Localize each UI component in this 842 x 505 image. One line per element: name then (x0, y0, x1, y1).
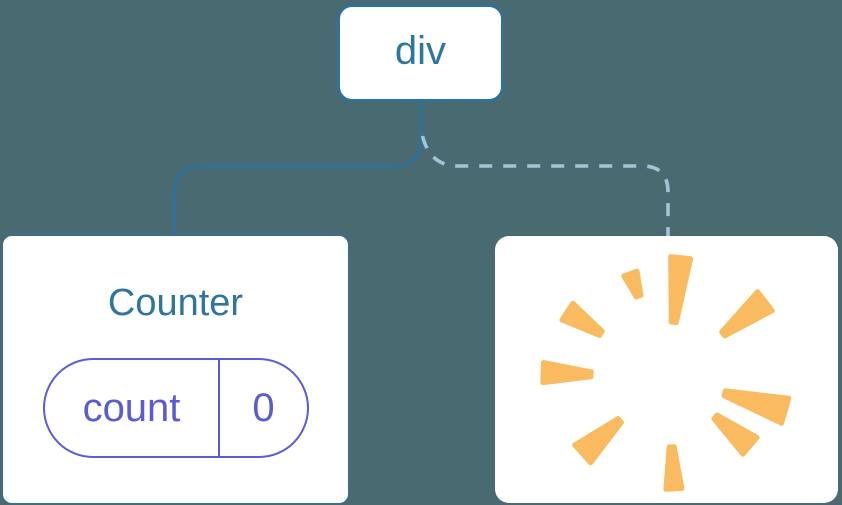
root-node-div: div (337, 4, 504, 102)
edge-div-to-removed (420, 135, 670, 236)
root-node-label: div (394, 29, 447, 73)
edge-div-to-counter (172, 102, 423, 236)
starburst-icon (540, 254, 792, 492)
state-value: 0 (252, 386, 275, 430)
removed-node (495, 236, 838, 503)
pill-divider (218, 360, 220, 456)
counter-title: Counter (107, 282, 244, 324)
state-key: count (82, 386, 181, 430)
counter-node: Counter count 0 (2, 235, 349, 504)
state-pill: count 0 (43, 358, 309, 458)
